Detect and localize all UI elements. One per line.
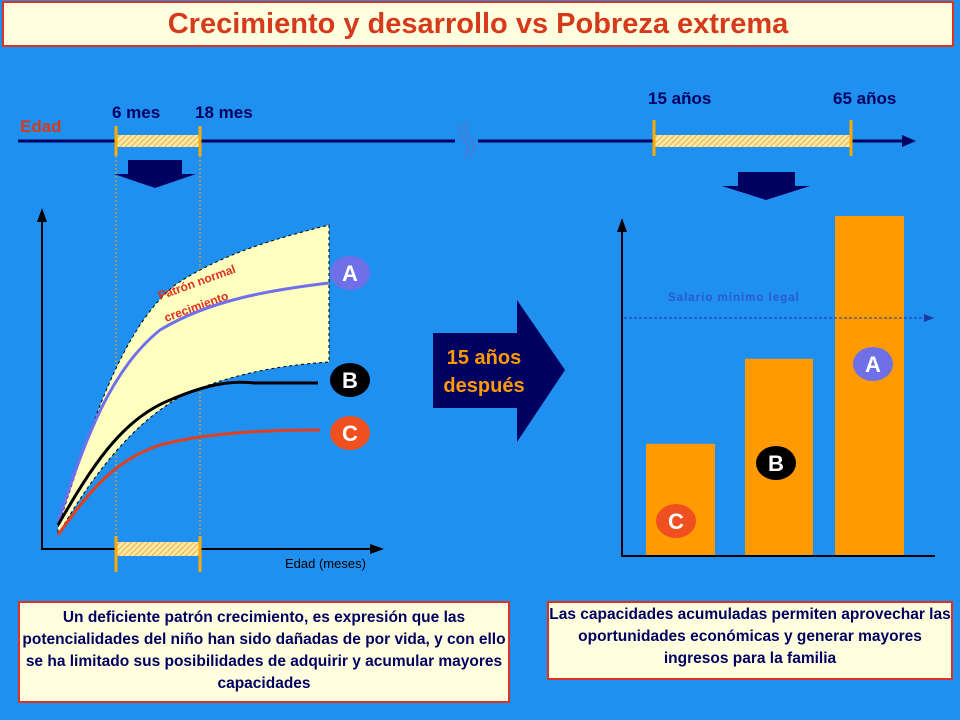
down-arrow-left bbox=[114, 160, 196, 188]
left-explanation-box: Un deficiente patrón crecimiento, es exp… bbox=[18, 601, 510, 703]
normal-growth-band bbox=[57, 224, 330, 537]
bar-a bbox=[835, 216, 904, 556]
arrow-text-line1: 15 años bbox=[447, 347, 521, 369]
bar-badge-a: A bbox=[853, 347, 893, 381]
timeline-segment-infancy bbox=[116, 135, 200, 147]
axis-break-mark bbox=[458, 122, 469, 159]
x-axis-label: Edad (meses) bbox=[285, 556, 366, 571]
timeline-mark-18: 18 mes bbox=[195, 103, 253, 122]
curve-a bbox=[56, 281, 330, 523]
income-bar-chart: Salario mínimo legal C B A bbox=[617, 216, 935, 557]
arrow-text-line2: después bbox=[443, 375, 524, 397]
timeline-mark-65: 65 años bbox=[833, 89, 896, 108]
timeline-label: Edad bbox=[20, 117, 62, 136]
age-timeline: Edad 6 mes 18 mes 15 años 65 años bbox=[18, 89, 916, 159]
badge-label-b: B bbox=[342, 368, 358, 393]
bar-label-b: B bbox=[768, 451, 784, 476]
timeline-mark-15: 15 años bbox=[648, 89, 711, 108]
left-explanation-text: Un deficiente patrón crecimiento, es exp… bbox=[22, 609, 506, 692]
curve-badge-c: C bbox=[330, 416, 370, 450]
right-explanation-text: Las capacidades acumuladas permiten apro… bbox=[549, 606, 951, 667]
curve-badge-b: B bbox=[330, 363, 370, 397]
badge-label-a: A bbox=[342, 261, 358, 286]
min-wage-label: Salario mínimo legal bbox=[668, 292, 800, 304]
down-arrow-right bbox=[722, 172, 810, 200]
bar-label-a: A bbox=[865, 352, 881, 377]
min-wage-arrowhead bbox=[924, 314, 934, 322]
axis-segment-infancy bbox=[116, 542, 200, 556]
badge-label-c: C bbox=[342, 421, 358, 446]
page-title: Crecimiento y desarrollo vs Pobreza extr… bbox=[167, 7, 789, 40]
growth-chart: Patrón normal crecimiento Edad (meses) A… bbox=[37, 156, 384, 572]
bar-y-axis-arrowhead bbox=[617, 218, 627, 232]
curve-badge-a: A bbox=[330, 256, 370, 290]
bar-badge-b: B bbox=[756, 446, 796, 480]
x-axis-arrowhead bbox=[370, 544, 384, 554]
timeline-mark-6: 6 mes bbox=[112, 103, 160, 122]
bar-badge-c: C bbox=[656, 504, 696, 538]
right-explanation-box: Las capacidades acumuladas permiten apro… bbox=[547, 601, 953, 680]
timeline-arrowhead bbox=[902, 135, 916, 147]
transition-arrow: 15 años después bbox=[433, 300, 565, 442]
bar-c bbox=[646, 443, 715, 556]
curve-c bbox=[56, 428, 321, 536]
y-axis-arrowhead bbox=[37, 208, 47, 222]
curve-b bbox=[56, 380, 318, 526]
title-box: Crecimiento y desarrollo vs Pobreza extr… bbox=[2, 1, 954, 47]
bar-label-c: C bbox=[668, 509, 684, 534]
timeline-segment-working-age bbox=[654, 135, 851, 147]
